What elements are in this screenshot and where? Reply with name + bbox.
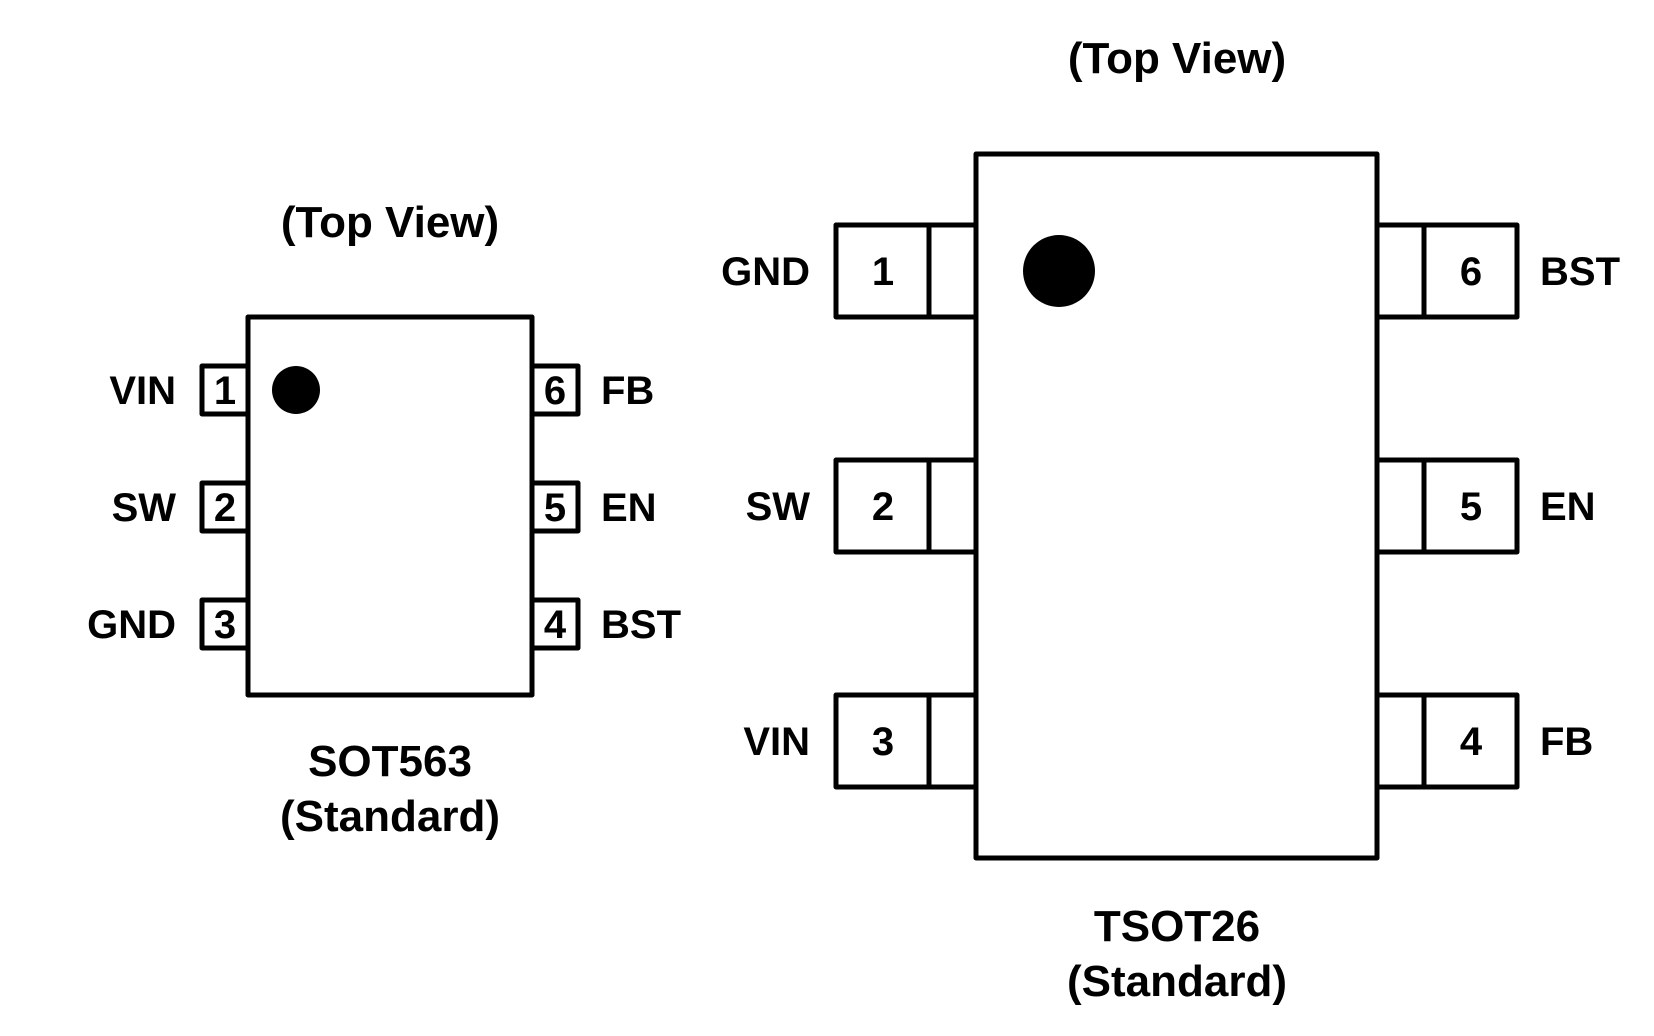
- tsot26-package-variant: (Standard): [1067, 957, 1287, 1006]
- tsot26-pin-5-pad: [1374, 457, 1520, 555]
- tsot26-pin-name: GND: [721, 250, 810, 294]
- tsot26-package-name: TSOT26: [1094, 902, 1260, 951]
- tsot26-pin-number: 2: [872, 485, 894, 529]
- pin1-dot-icon: [272, 366, 320, 414]
- tsot26-pin-number: 6: [1460, 250, 1482, 294]
- sot563-pin-number: 2: [214, 486, 236, 530]
- sot563-pin-2-pad: [199, 480, 251, 534]
- tsot26-pin-number: 4: [1460, 720, 1483, 764]
- tsot26-pin-name: SW: [746, 485, 811, 529]
- sot563-pin-number: 6: [544, 369, 566, 413]
- sot563-package-name: SOT563: [308, 737, 472, 786]
- sot563-pin-name: SW: [112, 486, 177, 530]
- tsot26-pin-number: 1: [872, 250, 894, 294]
- sot563-pin-number: 3: [214, 603, 236, 647]
- tsot26-pin-4-pad: [1374, 692, 1520, 790]
- sot563-view-label: (Top View): [281, 198, 499, 247]
- sot563-pin-number: 4: [544, 603, 567, 647]
- tsot26-pin-name: VIN: [743, 720, 810, 764]
- tsot26-package: (Top View) 1 2: [721, 34, 1620, 1006]
- tsot26-pin-name: BST: [1540, 250, 1620, 294]
- sot563-pin-number: 1: [214, 369, 236, 413]
- tsot26-pin-2-pad: [833, 457, 979, 555]
- pin1-dot-icon: [1023, 235, 1095, 307]
- tsot26-pin-name: EN: [1540, 485, 1596, 529]
- tsot26-pin-number: 3: [872, 720, 894, 764]
- sot563-pin-number: 5: [544, 486, 566, 530]
- sot563-pin-name: BST: [601, 603, 681, 647]
- sot563-package-variant: (Standard): [280, 792, 500, 841]
- sot563-package: (Top View) 1 2 3 6 5 4 VIN SW GND FB EN …: [87, 198, 681, 841]
- sot563-pin-name: VIN: [109, 369, 176, 413]
- sot563-pin-name: GND: [87, 603, 176, 647]
- sot563-pin-1-pad: [199, 363, 251, 417]
- tsot26-pin-1-pad: [833, 222, 979, 320]
- sot563-pin-name: EN: [601, 486, 657, 530]
- tsot26-view-label: (Top View): [1068, 34, 1286, 83]
- tsot26-pin-3-pad: [833, 692, 979, 790]
- sot563-pin-3-pad: [199, 597, 251, 651]
- tsot26-pin-number: 5: [1460, 485, 1482, 529]
- tsot26-pin-6-pad: [1374, 222, 1520, 320]
- tsot26-pin-name: FB: [1540, 720, 1593, 764]
- sot563-pin-name: FB: [601, 369, 654, 413]
